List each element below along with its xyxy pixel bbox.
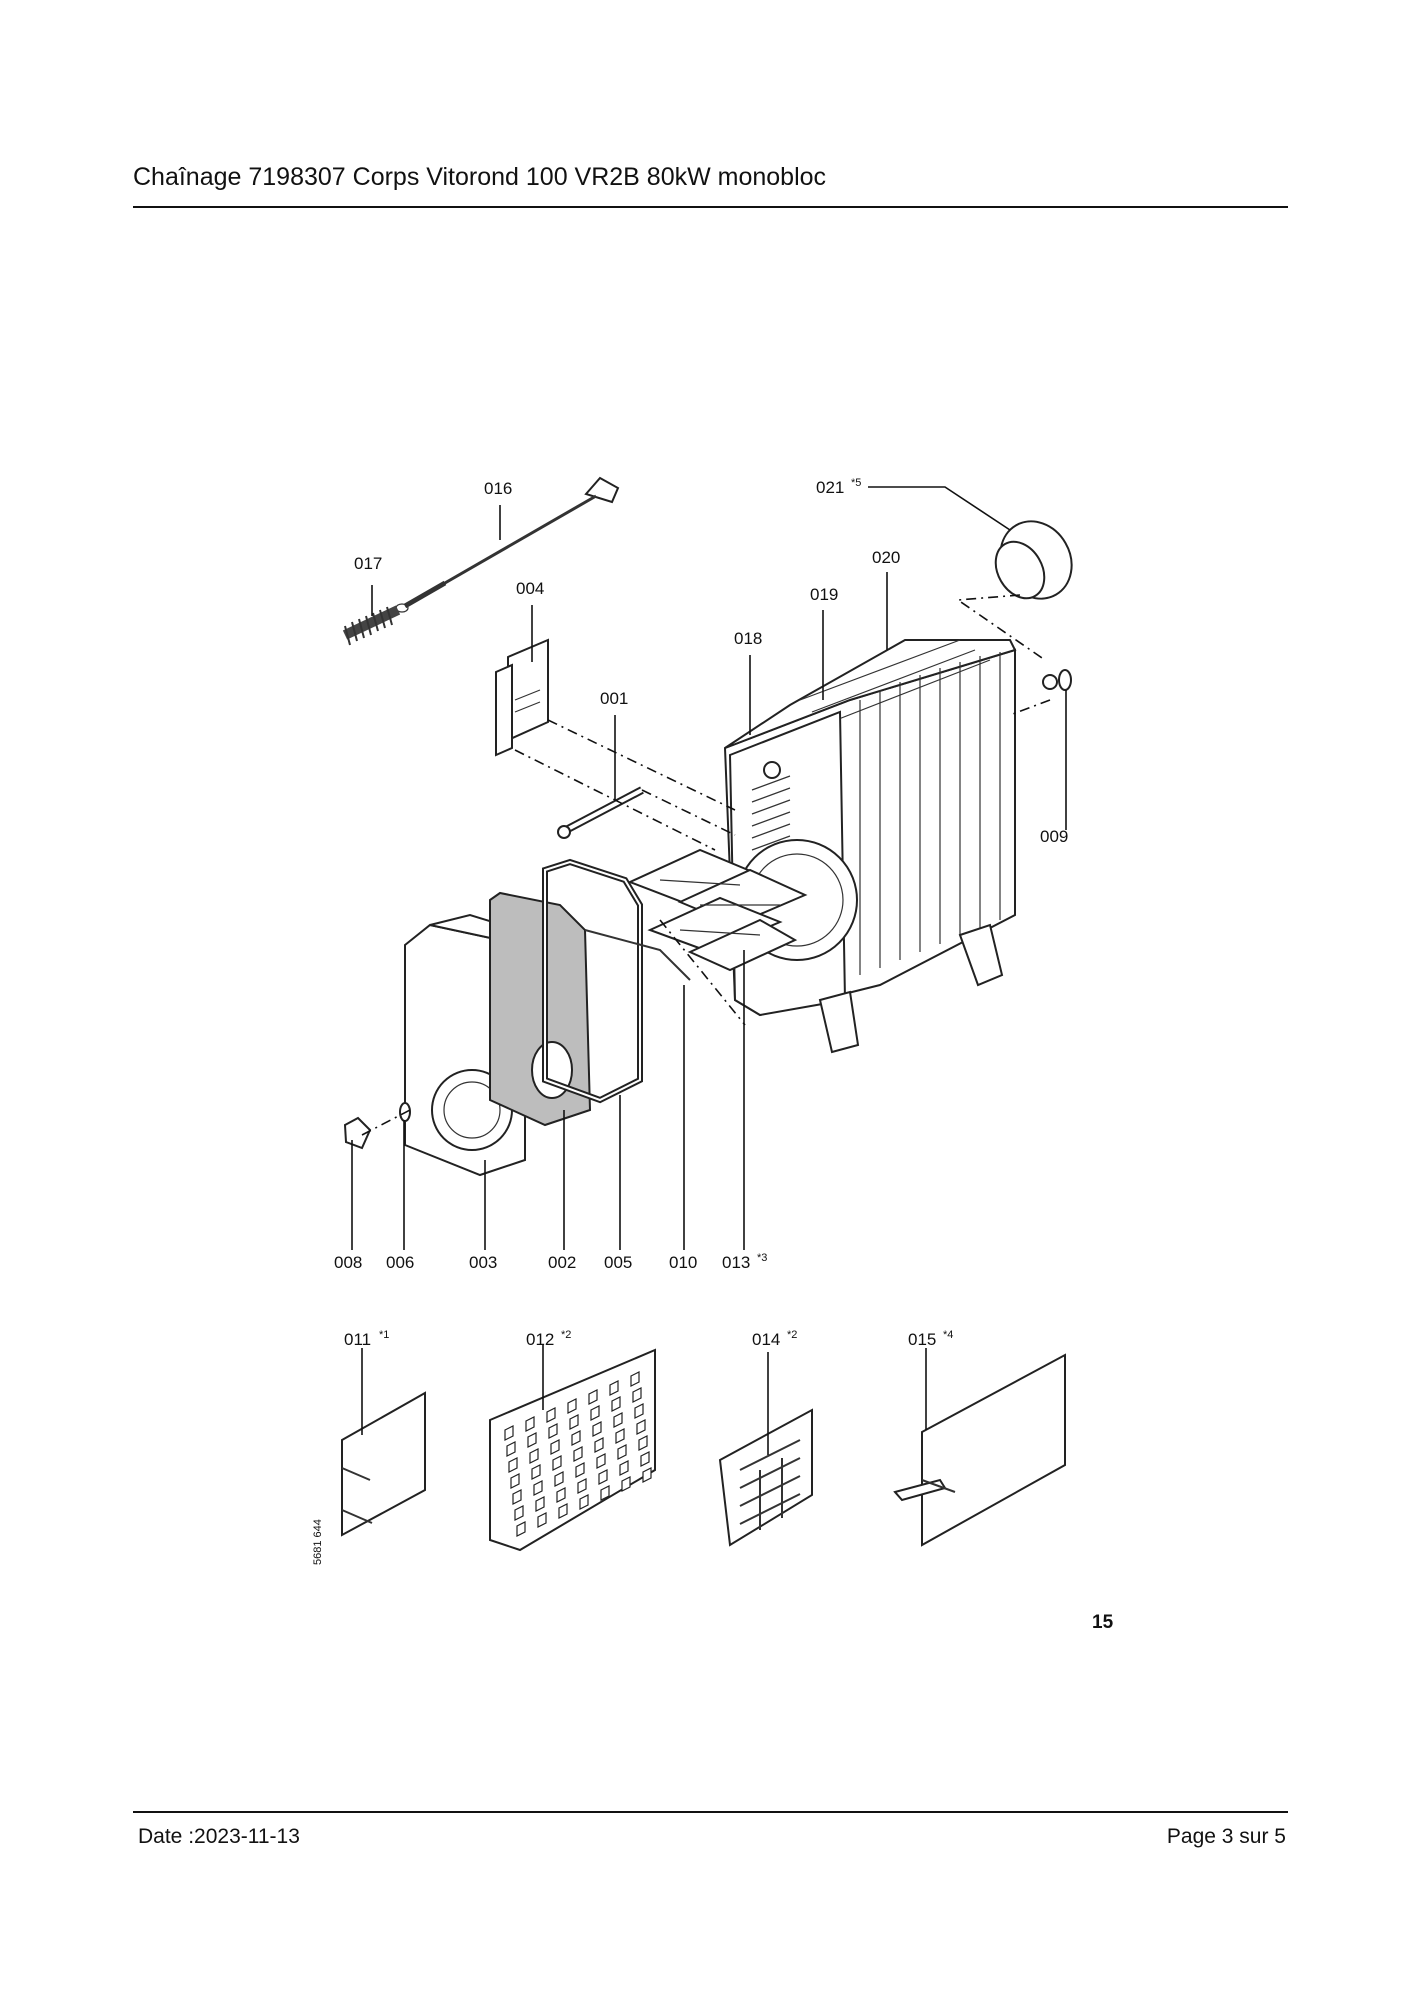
part-label-008: 008 bbox=[334, 1253, 362, 1272]
grid-peg bbox=[588, 1389, 598, 1405]
grid-peg bbox=[609, 1380, 619, 1396]
footer-date: Date :2023-11-13 bbox=[138, 1825, 300, 1848]
grid-peg bbox=[510, 1473, 520, 1489]
grid-peg bbox=[579, 1494, 589, 1510]
grid-peg bbox=[573, 1446, 583, 1462]
part-note-015: *4 bbox=[943, 1329, 953, 1341]
grid-peg bbox=[569, 1414, 579, 1430]
grid-peg bbox=[506, 1441, 516, 1457]
grid-peg bbox=[638, 1435, 648, 1451]
page-title: Chaînage 7198307 Corps Vitorond 100 VR2B… bbox=[133, 163, 827, 191]
pins-drawing bbox=[343, 669, 1072, 1150]
part-note-013: *3 bbox=[757, 1252, 767, 1264]
part-label-018: 018 bbox=[734, 629, 762, 648]
grid-peg bbox=[550, 1439, 560, 1455]
grid-peg bbox=[577, 1478, 587, 1494]
leader-lines bbox=[351, 486, 1067, 1455]
spare-plate-011-drawing bbox=[341, 1391, 426, 1537]
footer-page-indicator: Page 3 sur 5 bbox=[1166, 1825, 1286, 1848]
turbulator-grid-012-drawing bbox=[489, 1348, 656, 1552]
grid-peg bbox=[535, 1496, 545, 1512]
grid-peg bbox=[516, 1521, 526, 1537]
grid-peg bbox=[575, 1462, 585, 1478]
part-label-015: 015 bbox=[908, 1330, 936, 1349]
boiler-body-drawing bbox=[723, 639, 1058, 1054]
grid-peg bbox=[613, 1412, 623, 1428]
grid-peg bbox=[504, 1425, 514, 1441]
grid-peg bbox=[600, 1485, 610, 1501]
grid-peg bbox=[525, 1416, 535, 1432]
part-note-012: *2 bbox=[561, 1329, 571, 1341]
grid-peg bbox=[548, 1423, 558, 1439]
grid-peg bbox=[611, 1396, 621, 1412]
flue-ring-drawing bbox=[994, 520, 1073, 600]
part-label-002: 002 bbox=[548, 1253, 576, 1272]
grid-peg bbox=[598, 1469, 608, 1485]
grid-peg bbox=[617, 1444, 627, 1460]
turbulators-drawing bbox=[627, 848, 808, 972]
grid-peg bbox=[556, 1487, 566, 1503]
grid-peg bbox=[621, 1476, 631, 1492]
grid-peg bbox=[512, 1489, 522, 1505]
cleaning-brush-drawing bbox=[342, 476, 620, 646]
part-label-001: 001 bbox=[600, 689, 628, 708]
grid-peg bbox=[640, 1451, 650, 1467]
turbulator-grid-014-drawing bbox=[718, 1408, 813, 1547]
grid-peg bbox=[642, 1467, 652, 1483]
header-divider bbox=[133, 206, 1288, 208]
grid-peg bbox=[571, 1430, 581, 1446]
footer-divider bbox=[133, 1811, 1288, 1813]
part-label-021: 021 bbox=[816, 478, 844, 497]
page-number: 15 bbox=[1092, 1612, 1114, 1633]
part-label-013: 013 bbox=[722, 1253, 750, 1272]
plate-015-drawing bbox=[893, 1353, 1066, 1547]
grid-peg bbox=[615, 1428, 625, 1444]
part-note-011: *1 bbox=[379, 1329, 389, 1341]
grid-peg bbox=[514, 1505, 524, 1521]
grid-peg bbox=[632, 1387, 642, 1403]
part-note-021: *5 bbox=[851, 477, 861, 489]
grid-peg bbox=[592, 1421, 602, 1437]
part-label-014: 014 bbox=[752, 1330, 780, 1349]
part-label-009: 009 bbox=[1040, 827, 1068, 846]
grid-peg bbox=[531, 1464, 541, 1480]
part-label-016: 016 bbox=[484, 479, 512, 498]
grid-peg bbox=[558, 1503, 568, 1519]
grid-peg bbox=[552, 1455, 562, 1471]
part-labels: 016 017 004 001 018 019 020 021 *5 009 008 006 003 00… bbox=[334, 477, 1068, 1349]
grid-peg bbox=[537, 1512, 547, 1528]
grid-peg bbox=[619, 1460, 629, 1476]
part-label-020: 020 bbox=[872, 548, 900, 567]
grid-peg bbox=[546, 1407, 556, 1423]
grid-peg bbox=[527, 1432, 537, 1448]
bracket-drawing bbox=[495, 638, 549, 757]
grid-peg bbox=[634, 1403, 644, 1419]
grid-peg bbox=[554, 1471, 564, 1487]
part-label-011: 011 bbox=[344, 1330, 371, 1349]
grid-peg bbox=[596, 1453, 606, 1469]
part-label-003: 003 bbox=[469, 1253, 497, 1272]
part-note-014: *2 bbox=[787, 1329, 797, 1341]
part-label-010: 010 bbox=[669, 1253, 697, 1272]
grid-peg bbox=[630, 1371, 640, 1387]
drawing-code: 5681 644 bbox=[312, 1519, 324, 1565]
stud-drawing bbox=[557, 786, 644, 839]
part-label-017: 017 bbox=[354, 554, 382, 573]
part-label-012: 012 bbox=[526, 1330, 554, 1349]
grid-peg bbox=[533, 1480, 543, 1496]
part-label-006: 006 bbox=[386, 1253, 414, 1272]
grid-peg bbox=[636, 1419, 646, 1435]
grid-peg bbox=[594, 1437, 604, 1453]
grid-peg bbox=[590, 1405, 600, 1421]
grid-peg bbox=[529, 1448, 539, 1464]
grid-peg bbox=[567, 1398, 577, 1414]
door-seal-drawing bbox=[542, 858, 691, 1104]
part-label-019: 019 bbox=[810, 585, 838, 604]
grid-peg bbox=[508, 1457, 518, 1473]
part-label-004: 004 bbox=[516, 579, 544, 598]
part-label-005: 005 bbox=[604, 1253, 632, 1272]
